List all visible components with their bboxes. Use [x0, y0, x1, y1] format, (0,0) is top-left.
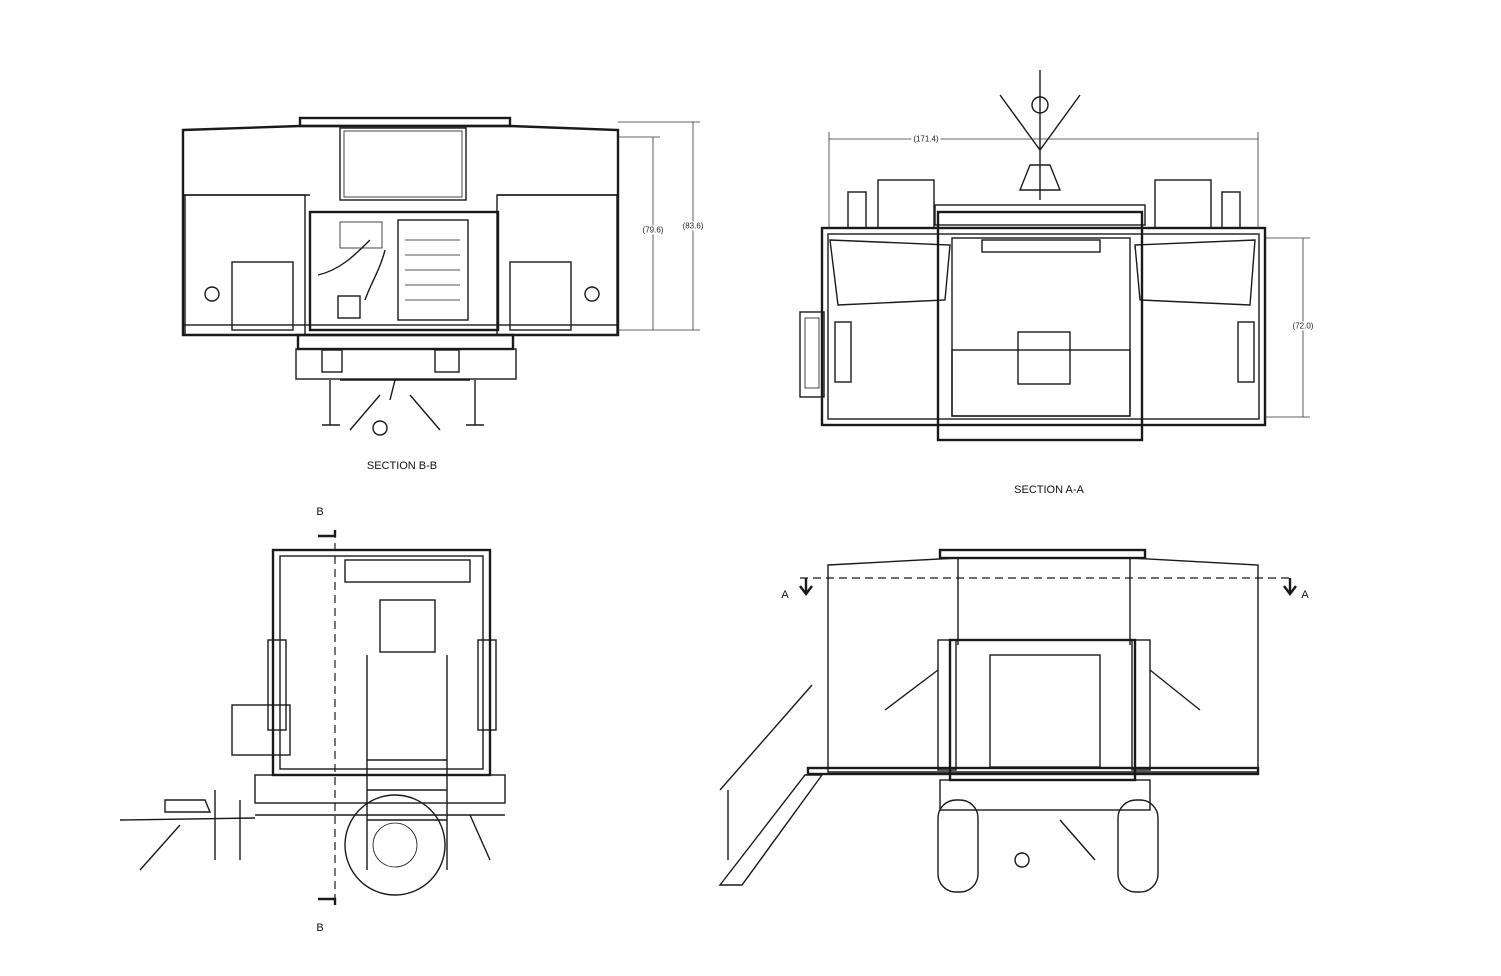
rear-view-drawing	[718, 548, 1297, 893]
cut-label-a-left: A	[781, 589, 789, 601]
section-b-b-title: SECTION B-B	[366, 460, 438, 472]
dimension-height-72-0: (72.0)	[1290, 321, 1316, 331]
section-a-a-title: SECTION A-A	[1014, 484, 1084, 496]
cut-label-a-right: A	[1301, 589, 1309, 601]
section-b-b-drawing	[181, 116, 700, 436]
dimension-width-171-4: (171.4)	[911, 134, 941, 144]
dimension-height-79-6: (79.6)	[640, 225, 666, 235]
cut-label-b-top: B	[316, 506, 324, 518]
dimension-height-83-6: (83.6)	[680, 221, 706, 231]
side-view-drawing	[119, 530, 506, 905]
section-a-a-drawing	[799, 70, 1310, 442]
cut-label-b-bottom: B	[316, 922, 324, 934]
